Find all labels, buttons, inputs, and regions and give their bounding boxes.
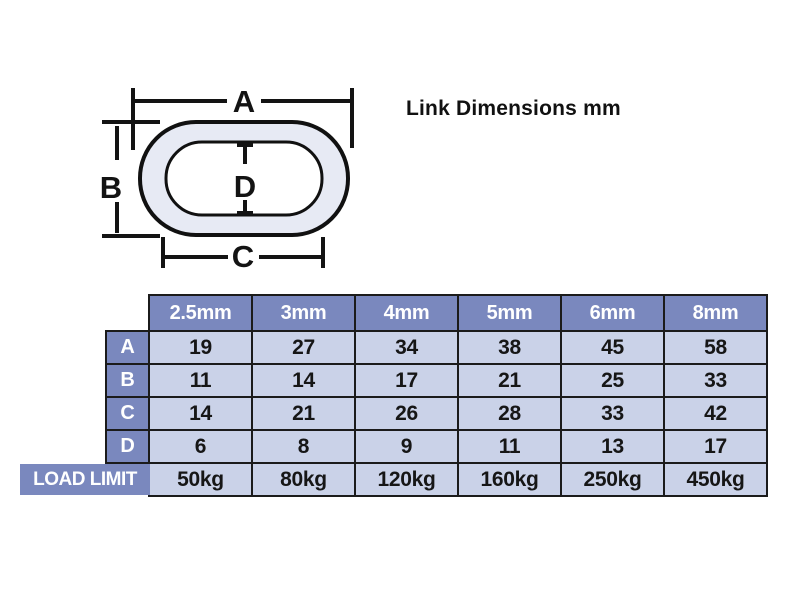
table-header-row: 2.5mm 3mm 4mm 5mm 6mm 8mm — [148, 294, 768, 330]
column-header: 3mm — [253, 296, 356, 330]
dimension-b-label: B — [100, 170, 122, 205]
dimension-a-label: A — [233, 84, 255, 119]
table-cell: 80kg — [253, 464, 356, 495]
table-cell: 120kg — [356, 464, 459, 495]
column-header: 8mm — [665, 296, 768, 330]
table-cell: 25 — [562, 365, 665, 396]
table-cell: 42 — [665, 398, 768, 429]
table-cell: 34 — [356, 332, 459, 363]
table-cell: 38 — [459, 332, 562, 363]
column-header: 6mm — [562, 296, 665, 330]
column-header: 5mm — [459, 296, 562, 330]
table-row: A 19 27 34 38 45 58 — [105, 330, 768, 363]
table-cell: 14 — [253, 365, 356, 396]
table-cell: 9 — [356, 431, 459, 462]
row-label: D — [105, 431, 150, 462]
row-label: C — [105, 398, 150, 429]
table-cell: 17 — [356, 365, 459, 396]
table-cell: 19 — [150, 332, 253, 363]
table-cell: 50kg — [148, 464, 253, 495]
table-cell: 450kg — [665, 464, 768, 495]
table-cell: 160kg — [459, 464, 562, 495]
table-cell: 14 — [150, 398, 253, 429]
table-cell: 58 — [665, 332, 768, 363]
dimension-c-label: C — [232, 239, 254, 274]
column-header: 2.5mm — [148, 296, 253, 330]
table-cell: 27 — [253, 332, 356, 363]
table-cell: 33 — [665, 365, 768, 396]
row-label: B — [105, 365, 150, 396]
table-row-load-limit: 50kg 80kg 120kg 160kg 250kg 450kg — [148, 462, 768, 497]
dimension-a — [131, 88, 354, 150]
table-cell: 21 — [253, 398, 356, 429]
table-cell: 11 — [459, 431, 562, 462]
table-cell: 13 — [562, 431, 665, 462]
table-cell: 45 — [562, 332, 665, 363]
link-diagram: A B C D — [100, 84, 354, 274]
table-cell: 8 — [253, 431, 356, 462]
table-cell: 26 — [356, 398, 459, 429]
table-row: D 6 8 9 11 13 17 — [105, 429, 768, 464]
dimension-d-label: D — [234, 169, 256, 204]
load-limit-label: LOAD LIMIT — [20, 464, 150, 495]
table-cell: 21 — [459, 365, 562, 396]
dimension-c — [161, 237, 325, 268]
table-cell: 33 — [562, 398, 665, 429]
dimension-b — [102, 120, 160, 238]
table-cell: 28 — [459, 398, 562, 429]
dimension-d — [237, 143, 253, 215]
table-cell: 250kg — [562, 464, 665, 495]
page-title: Link Dimensions mm — [406, 97, 621, 120]
table-row: B 11 14 17 21 25 33 — [105, 363, 768, 396]
row-label: A — [105, 332, 150, 363]
table-cell: 11 — [150, 365, 253, 396]
table-cell: 17 — [665, 431, 768, 462]
column-header: 4mm — [356, 296, 459, 330]
table-cell: 6 — [150, 431, 253, 462]
table-row: C 14 21 26 28 33 42 — [105, 396, 768, 429]
